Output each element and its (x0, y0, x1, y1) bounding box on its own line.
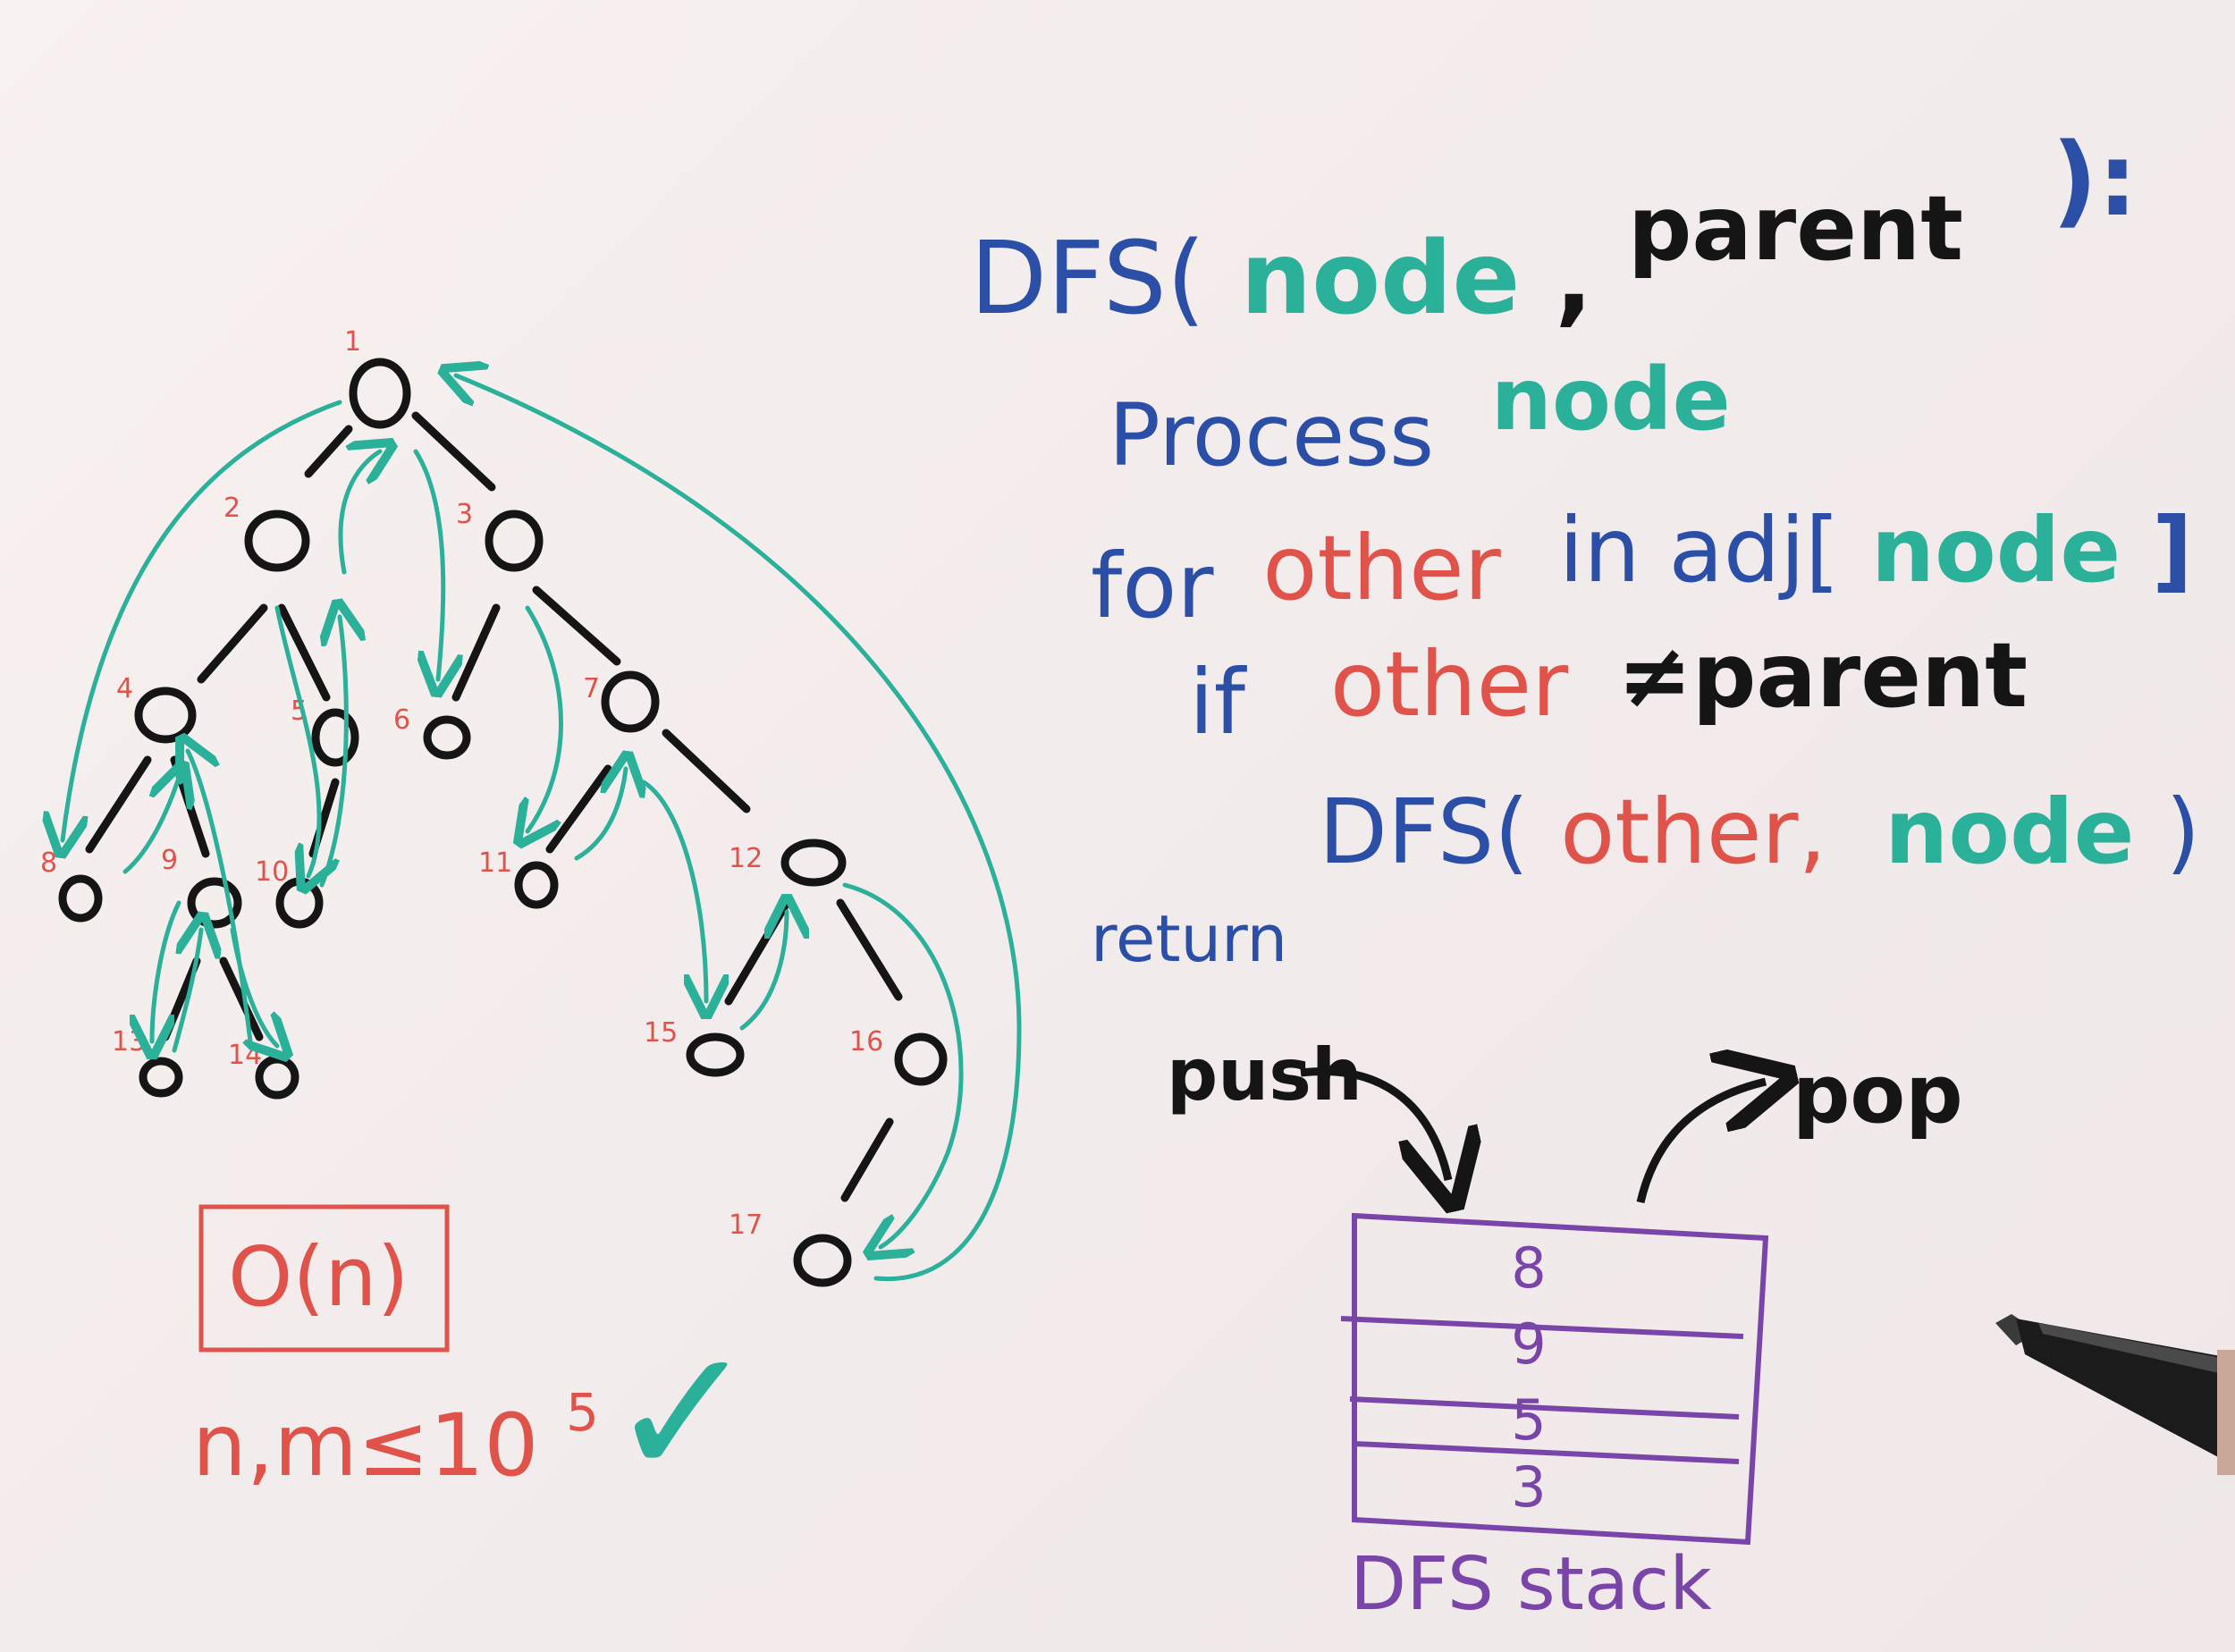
code-line-5: DFS( other, node ) (1319, 780, 2200, 884)
tree-label: 9 (161, 845, 178, 876)
tree-label: 6 (393, 704, 410, 736)
tree-node-1 (349, 358, 411, 429)
pop-arrow (1636, 1082, 1766, 1204)
if-other: other (1330, 632, 1569, 737)
tree-node-6 (423, 715, 471, 760)
complexity: O(n) n,m≤10 5 ✓ (192, 1204, 758, 1518)
tree-label: 1 (344, 326, 361, 358)
tree-label: 4 (116, 673, 133, 704)
tree-label: 17 (729, 1210, 763, 1241)
tree-node-11 (514, 861, 559, 909)
pseudocode: DFS( node , parent ): Process node for o… (970, 122, 2200, 976)
process-node: node (1491, 350, 1731, 450)
constraint-main: n,m≤10 (192, 1395, 538, 1496)
if-keyword: if (1189, 650, 1248, 754)
tree-node-12 (780, 839, 847, 887)
code-line-2: Process node (1109, 350, 1731, 485)
neq-parent: ≠parent (1617, 623, 2028, 728)
call-node: node (1885, 780, 2134, 884)
stack-item: 3 (1511, 1454, 1546, 1520)
dfs-keyword: DFS( (970, 221, 1205, 337)
tree-label: 13 (112, 1026, 146, 1058)
tree-label: 11 (478, 847, 512, 879)
comma: , (1555, 221, 1593, 337)
tree-node-10 (275, 877, 324, 929)
big-o-text: O(n) (228, 1229, 409, 1325)
tree-label: 7 (583, 673, 600, 704)
tree-node-3 (485, 510, 544, 572)
tree-node-15 (686, 1032, 745, 1077)
tree-node-4 (134, 687, 197, 744)
dfs-stack-diagram: push pop 8 9 5 3 DFS stack (1167, 1033, 1963, 1627)
tree-label: 2 (224, 493, 240, 524)
tree-label: 10 (255, 856, 289, 888)
stack-items: 8 9 5 3 (1511, 1235, 1546, 1520)
tree-node-13 (139, 1057, 183, 1098)
code-line-3: for other in adj[ node ] (1091, 498, 2193, 638)
code-line-4: if other ≠parent (1189, 623, 2028, 754)
in-adj: in adj[ (1559, 498, 1841, 603)
adj-close: ] (2152, 498, 2193, 603)
tree-node-8 (58, 874, 103, 923)
stack-box (1340, 1212, 1769, 1546)
tree-label: 3 (456, 499, 473, 530)
for-other: other (1262, 516, 1501, 620)
marker-pen-icon (1995, 1314, 2235, 1475)
close-paren: ): (2052, 122, 2138, 239)
call-other: other, (1560, 780, 1826, 884)
tree-label: 12 (729, 843, 763, 874)
stack-label: DFS stack (1350, 1542, 1712, 1627)
dfs-traversal-arrows (63, 375, 1022, 1282)
stack-item: 9 (1511, 1311, 1546, 1377)
tree-node-14 (255, 1055, 299, 1100)
tree-node-17 (793, 1234, 852, 1287)
param-node: node (1240, 221, 1520, 337)
tree-node-2 (244, 510, 310, 572)
constraint-exp: 5 (566, 1382, 599, 1443)
adj-node: node (1871, 498, 2121, 603)
code-line-1: DFS( node , parent ): (970, 122, 2138, 337)
tree-node-5 (311, 708, 359, 767)
stack-item: 8 (1511, 1235, 1546, 1301)
code-return: return (1091, 901, 1287, 976)
tree-node-7 (601, 670, 660, 733)
call-dfs: DFS( (1319, 780, 1529, 884)
call-close: ) (2165, 780, 2200, 884)
pop-label: pop (1792, 1048, 1963, 1142)
check-icon: ✓ (608, 1310, 758, 1518)
constraint-text: n,m≤10 5 (192, 1382, 599, 1496)
tree-node-16 (894, 1032, 948, 1086)
tree-label: 15 (644, 1017, 678, 1049)
tree-label: 16 (849, 1026, 883, 1058)
push-arrow (1300, 1067, 1448, 1181)
big-o-box (198, 1204, 450, 1353)
stack-item: 5 (1511, 1387, 1546, 1453)
process-keyword: Process (1109, 385, 1434, 485)
for-keyword: for (1091, 534, 1214, 638)
tree-label: 14 (228, 1040, 262, 1071)
tree-label: 8 (40, 847, 57, 879)
param-parent: parent (1628, 176, 1963, 281)
